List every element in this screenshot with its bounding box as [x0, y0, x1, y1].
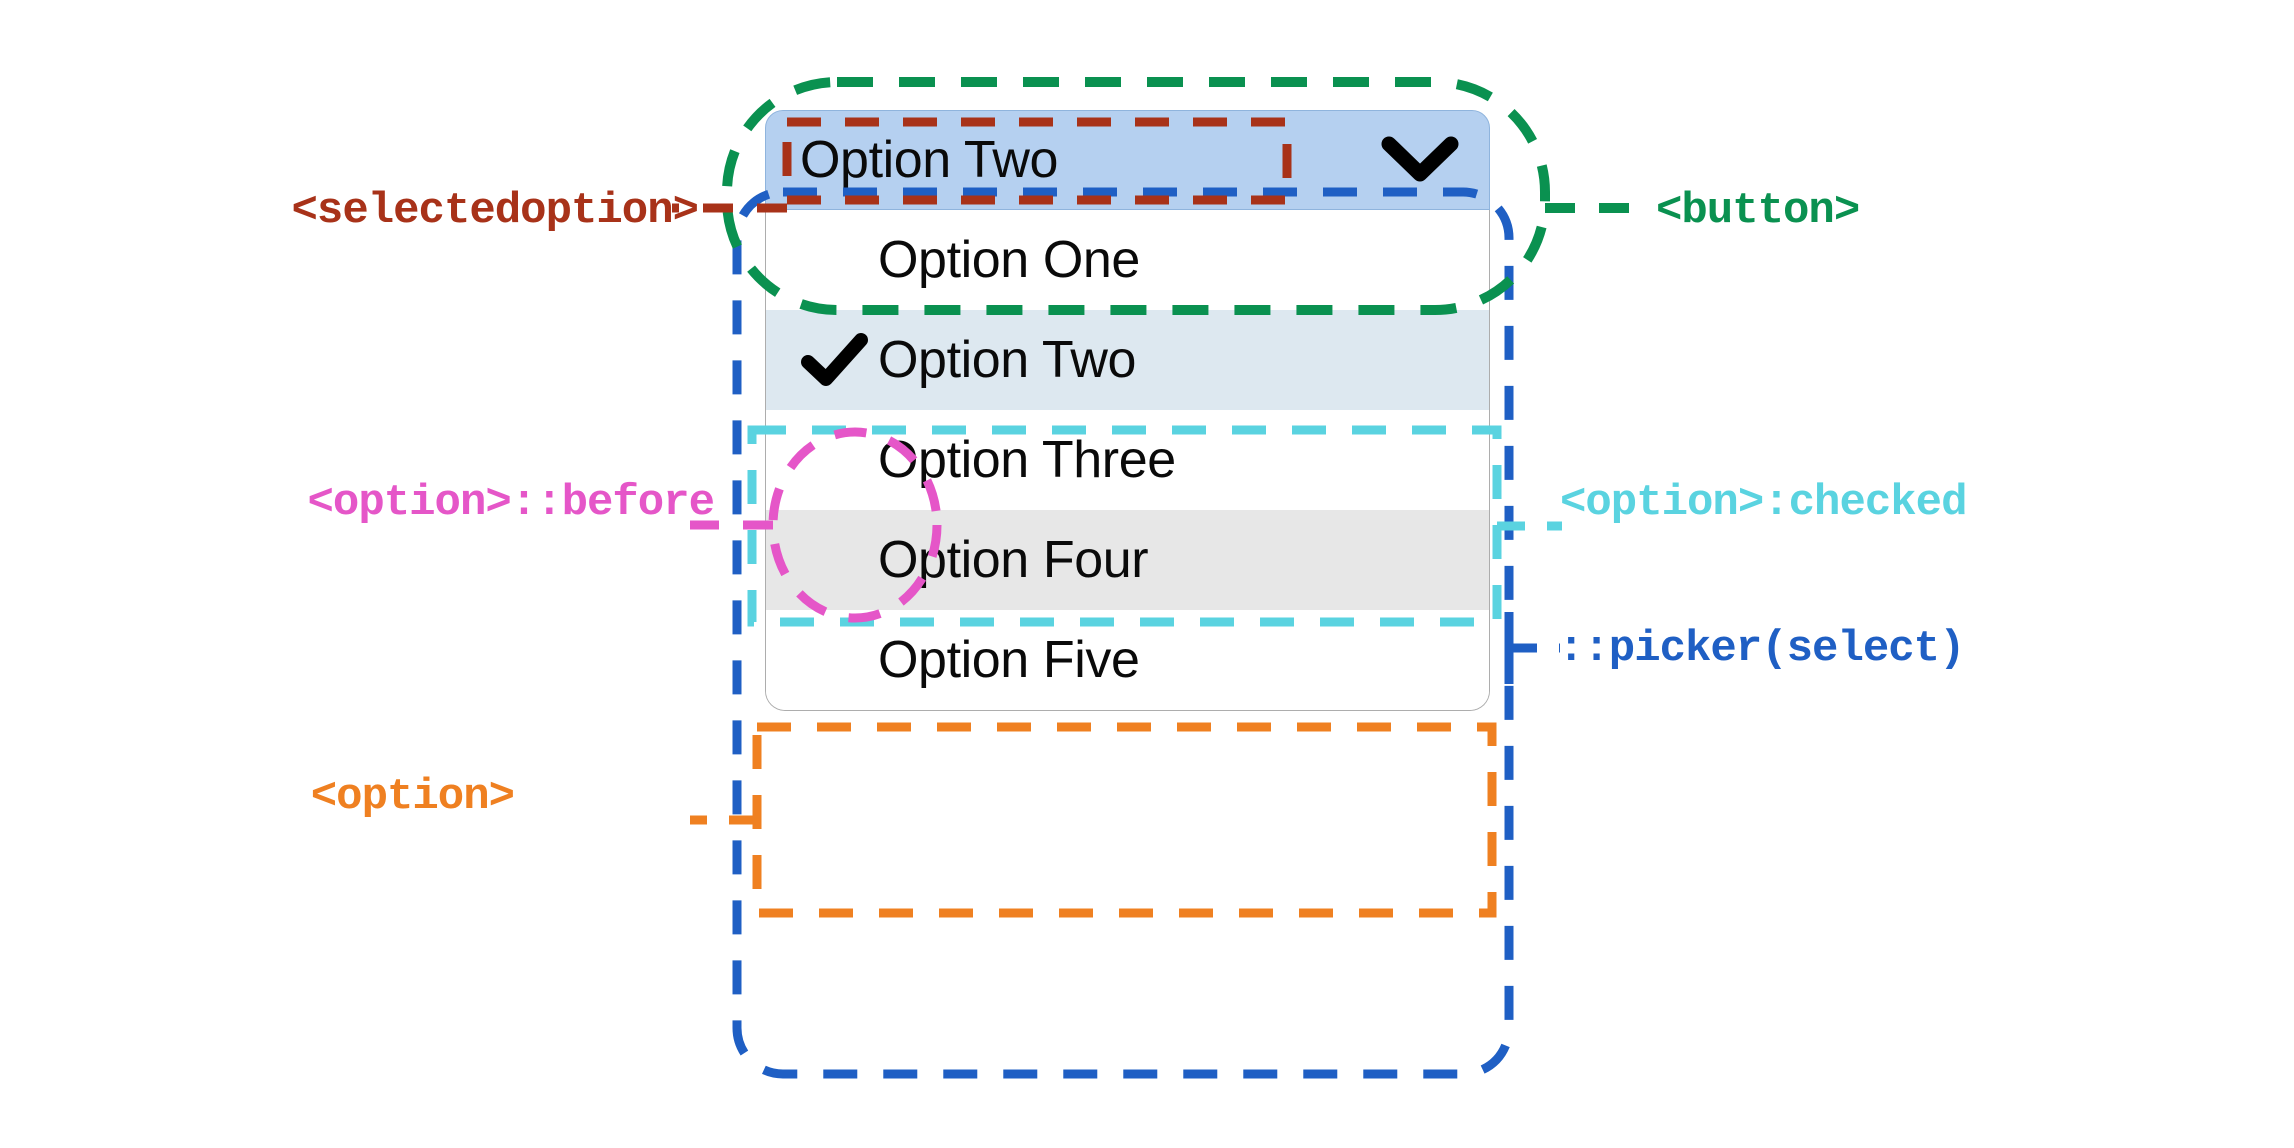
annotation-label-option-checked: <option>:checked — [1560, 478, 1967, 528]
annotation-label-button: <button> — [1656, 186, 1860, 236]
annotation-label-option: <option> — [310, 772, 515, 822]
option-row[interactable]: Option Three — [766, 410, 1489, 510]
option-label: Option Five — [878, 631, 1140, 689]
option-row[interactable]: Option Two — [766, 310, 1489, 410]
option-label: Option Two — [878, 331, 1137, 389]
option-outline — [690, 722, 1497, 918]
annotation-label-selectedoption: <selectedoption> — [291, 186, 699, 236]
annotation-label-picker: ::picker(select) — [1558, 624, 1965, 674]
option-row[interactable]: Option Four — [766, 510, 1489, 610]
option-label: Option Four — [878, 531, 1149, 589]
check-icon — [800, 332, 878, 388]
select-button[interactable]: Option Two — [765, 110, 1490, 210]
option-row[interactable]: Option Five — [766, 610, 1489, 710]
option-row[interactable]: Option One — [766, 210, 1489, 310]
chevron-down-icon[interactable] — [1377, 110, 1463, 210]
option-label: Option One — [878, 231, 1140, 289]
selectedoption-text: Option Two — [800, 131, 1059, 189]
annotation-label-option-before: <option>::before — [307, 478, 715, 528]
option-label: Option Three — [878, 431, 1176, 489]
